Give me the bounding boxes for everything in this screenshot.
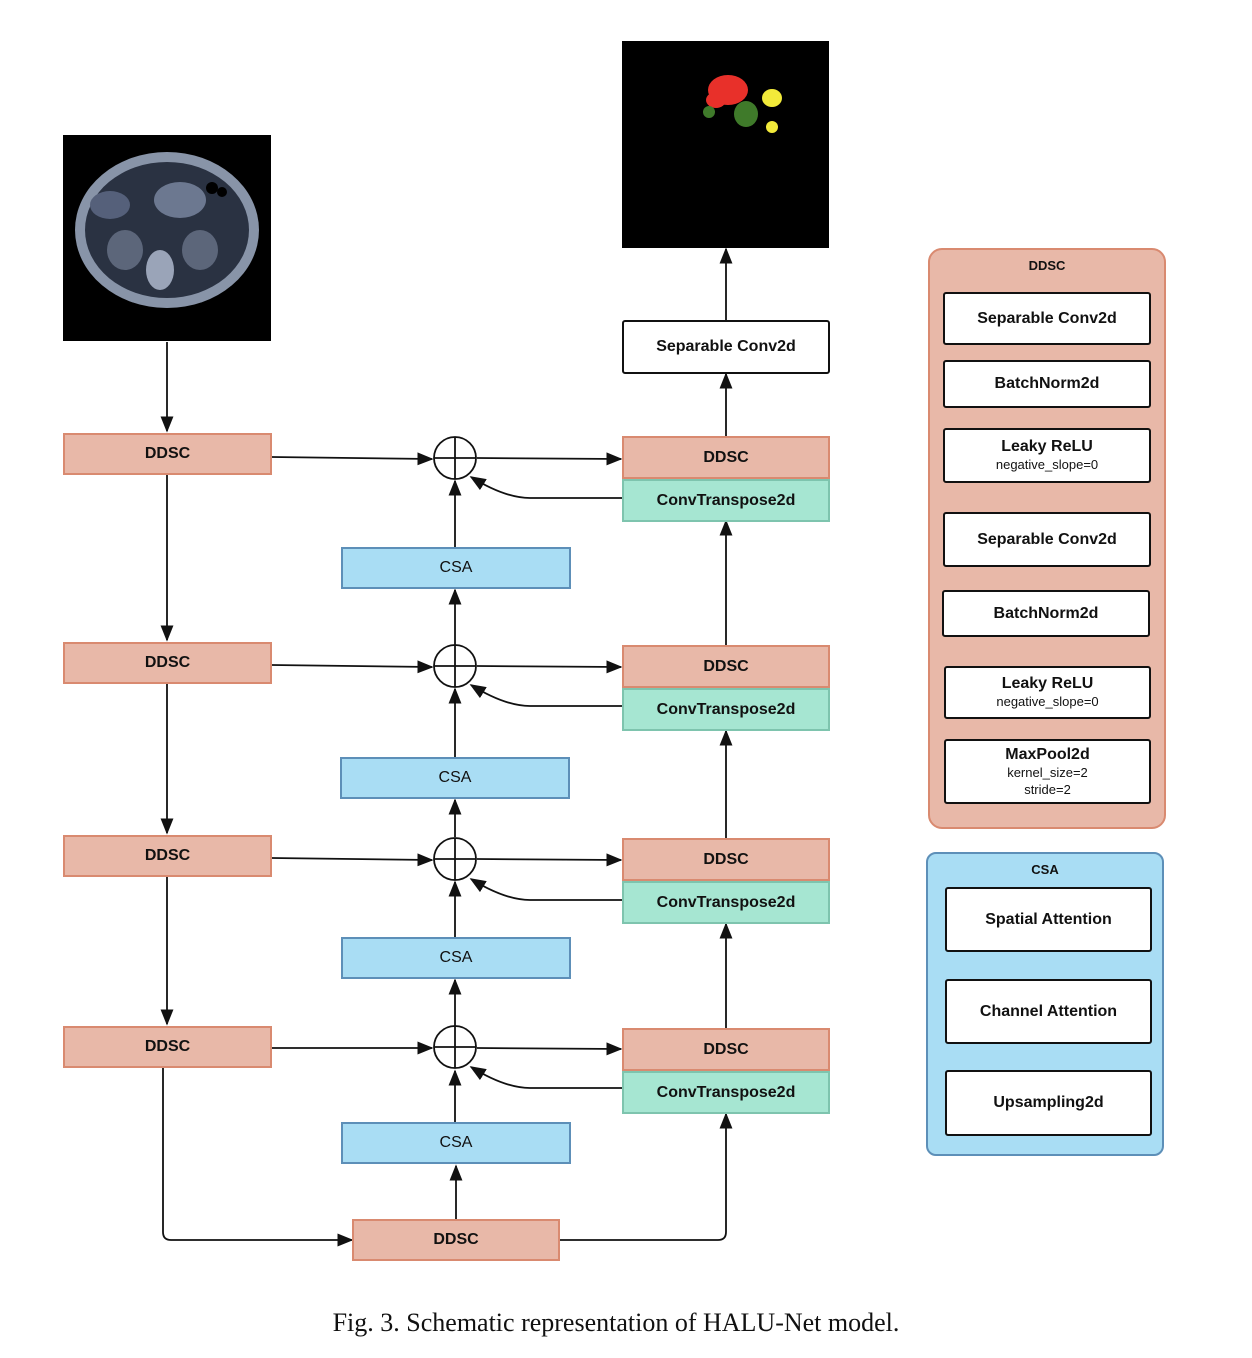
figure-caption: Fig. 3. Schematic representation of HALU… [332,1308,900,1337]
sum-node [433,436,477,480]
legend-item-label: Upsampling2d [993,1094,1104,1111]
encoder-ddsc-3: DDSC [63,835,272,877]
decoder-ddsc-2: DDSC [622,645,830,688]
legend-item-label: Channel Attention [979,1002,1118,1020]
legend-channel-attention: Channel Attention [945,979,1152,1044]
decoder-ddsc-4: DDSC [622,1028,830,1071]
legend-item-label: MaxPool2d [1005,745,1090,763]
legend-item-label: Leaky ReLU [1001,675,1094,692]
legend-item-label: BatchNorm2d [993,604,1099,622]
legend-item-label: Spatial Attention [985,910,1112,928]
legend-item-label: Separable Conv2d [977,530,1117,548]
legend-separable-conv-1: Separable Conv2d [943,292,1151,345]
legend-spatial-attention: Spatial Attention [945,887,1152,952]
sum-node [433,1025,477,1069]
legend-item-param: negative_slope=0 [995,457,1099,472]
input-mri-image [63,135,271,341]
legend-item-label: Separable Conv2d [977,309,1117,327]
legend-item-label: BatchNorm2d [994,375,1100,392]
encoder-ddsc-1: DDSC [63,433,272,475]
legend-batchnorm-1: BatchNorm2d [943,360,1151,408]
sum-node [433,644,477,688]
legend-item-param: kernel_size=2 [1007,764,1088,780]
legend-item-param: stride=2 [1024,781,1071,797]
legend-separable-conv-2: Separable Conv2d [943,512,1151,567]
legend-leaky-relu-2: Leaky ReLU negative_slope=0 [944,666,1151,719]
ddsc-legend-title: DDSC [1028,258,1066,273]
legend-upsampling: Upsampling2d [945,1070,1152,1136]
ddsc-legend-panel: DDSC Separable Conv2d BatchNorm2d Leaky … [928,248,1166,829]
encoder-ddsc-2: DDSC [63,642,272,684]
decoder-ddsc-1: DDSC [622,436,830,479]
legend-batchnorm-2: BatchNorm2d [942,590,1150,637]
legend-maxpool: MaxPool2d kernel_size=2 stride=2 [944,739,1151,804]
encoder-ddsc-4: DDSC [63,1026,272,1068]
output-segmentation-image [622,41,829,248]
csa-block-4: CSA [341,1122,571,1164]
decoder-ddsc-3: DDSC [622,838,830,881]
conv-transpose-2: ConvTranspose2d [622,688,830,731]
output-separable-conv: Separable Conv2d [622,320,830,374]
csa-block-1: CSA [341,547,571,589]
csa-block-3: CSA [341,937,571,979]
conv-transpose-1: ConvTranspose2d [622,479,830,522]
csa-block-2: CSA [340,757,570,799]
legend-leaky-relu-1: Leaky ReLU negative_slope=0 [943,428,1151,483]
legend-item-label: Leaky ReLU [1001,438,1093,455]
csa-legend-panel: CSA Spatial Attention Channel Attention … [926,852,1164,1156]
bottleneck-ddsc: DDSC [352,1219,560,1261]
conv-transpose-4: ConvTranspose2d [622,1071,830,1114]
sum-node [433,837,477,881]
legend-item-param: negative_slope=0 [996,694,1099,709]
csa-legend-title: CSA [1031,862,1059,877]
conv-transpose-3: ConvTranspose2d [622,881,830,924]
